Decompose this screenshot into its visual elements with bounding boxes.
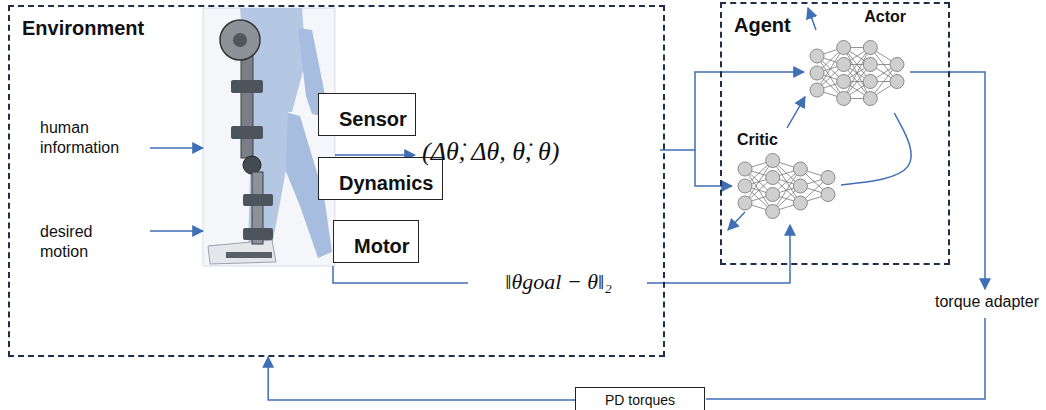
exoskeleton-illustration	[203, 8, 335, 266]
actor-network: Actor	[805, 5, 910, 113]
process-box: PD torques	[575, 387, 705, 410]
formula-label: (Δθ̇, Δθ, θ̇, θ)	[422, 136, 658, 169]
node-title: Environment	[10, 7, 663, 40]
connector	[787, 97, 805, 128]
connector	[268, 357, 575, 400]
formula-label: ‖θgoal − θ‖₂	[470, 268, 647, 296]
node-title: Actor	[805, 5, 910, 29]
process-box: Motor	[333, 220, 419, 263]
node-title: Agent	[722, 4, 948, 37]
connector	[841, 113, 911, 185]
node-title: Critic	[733, 128, 841, 152]
process-box: Sensor	[318, 93, 416, 136]
box-label: Dynamics	[327, 162, 434, 195]
signal-label: torque adapter	[931, 292, 1043, 312]
box-label: PD torques	[605, 392, 675, 408]
box-label: Sensor	[327, 98, 407, 131]
signal-label: desired motion	[40, 222, 140, 262]
box-label: Motor	[342, 225, 410, 258]
agent-region: AgentActorCritic	[720, 2, 950, 265]
signal-arrows	[150, 8, 985, 399]
environment-region: EnvironmentSensorDynamicsMotor	[8, 5, 665, 357]
signal-label: human information	[40, 118, 140, 158]
critic-network: Critic	[733, 128, 841, 223]
